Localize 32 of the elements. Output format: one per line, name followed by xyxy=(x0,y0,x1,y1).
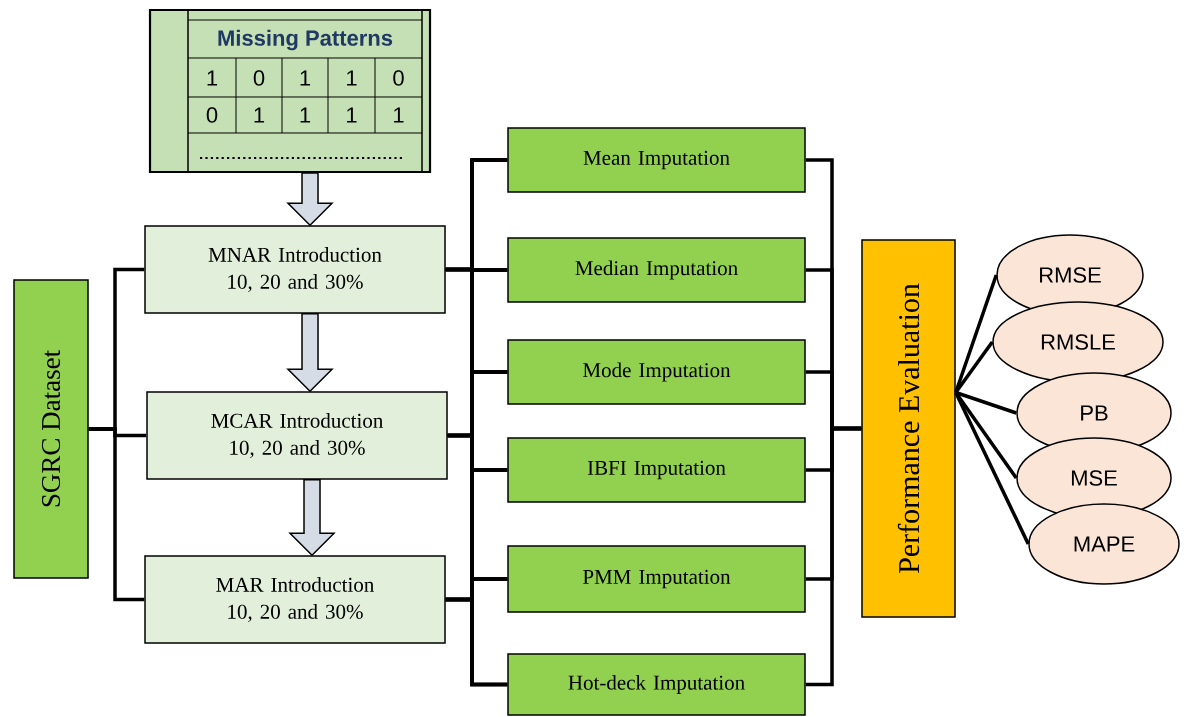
method-box: Mean Imputation xyxy=(507,127,806,193)
block-arrow xyxy=(288,479,336,557)
method-box: Mode Imputation xyxy=(507,339,806,405)
table-cell: 0 xyxy=(253,70,265,86)
method-box: Median Imputation xyxy=(507,237,806,303)
connector-line xyxy=(954,340,994,394)
connector-line xyxy=(955,390,1017,415)
connector-line xyxy=(805,426,862,687)
process-box: MAR Introduction 10, 20 and 30% xyxy=(144,555,446,644)
node-label: MSE xyxy=(1071,470,1117,486)
evaluation-box: Performance Evaluation xyxy=(861,239,956,618)
method-box: IBFI Imputation xyxy=(507,437,806,503)
table-cell: 1 xyxy=(207,70,218,86)
table-cell: 1 xyxy=(347,70,357,86)
connector-line xyxy=(88,427,145,602)
process-box: MCAR Introduction 10, 20 and 30% xyxy=(146,391,448,480)
method-box: Hot-deck Imputation xyxy=(507,653,806,716)
table-cell: 1 xyxy=(394,107,404,123)
block-arrow xyxy=(286,172,334,227)
connector-line xyxy=(445,597,508,687)
table-cell: 0 xyxy=(206,107,218,123)
table-cell: 1 xyxy=(300,107,311,123)
method-box: PMM Imputation xyxy=(507,545,806,613)
table-cell: 1 xyxy=(254,107,265,123)
process-box: MNAR Introduction 10, 20 and 30% xyxy=(144,225,446,314)
table-cell: 1 xyxy=(300,70,311,86)
table-heading: Missing Patterns xyxy=(218,29,393,51)
table-cell: 1 xyxy=(347,107,357,123)
table-cell: 0 xyxy=(393,70,404,86)
connector-line xyxy=(954,391,1030,545)
block-arrow xyxy=(286,313,334,393)
dataset-box: SGRC Dataset xyxy=(13,279,89,579)
